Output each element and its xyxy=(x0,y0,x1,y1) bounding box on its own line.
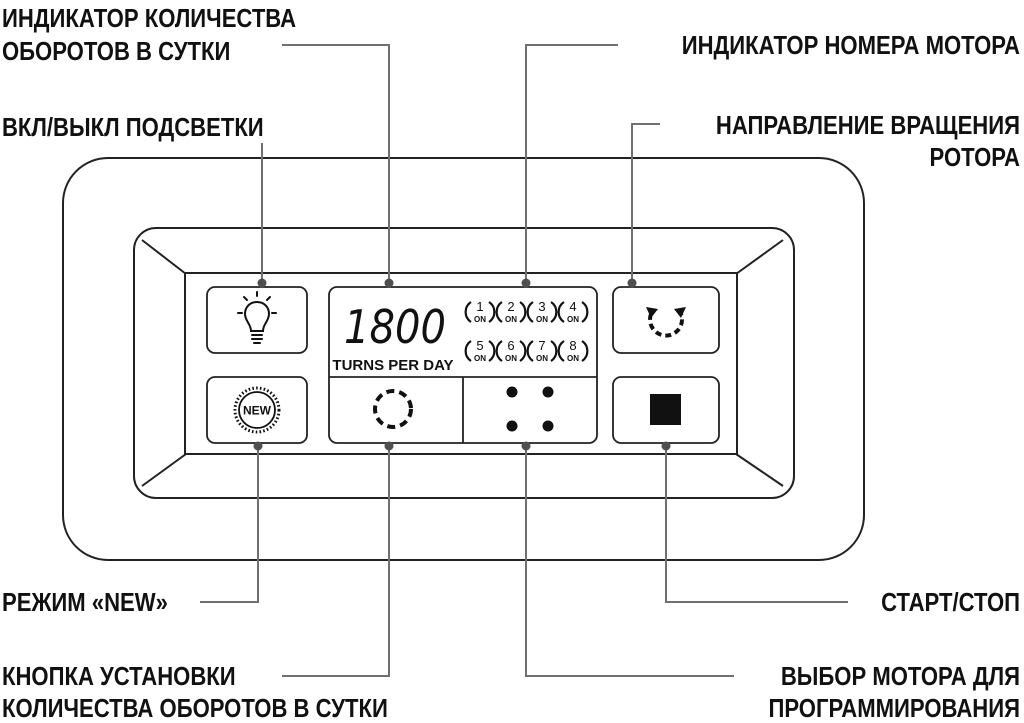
panel-bevel-lines xyxy=(141,239,784,487)
backlight-button[interactable] xyxy=(206,286,308,354)
motor-state: ON xyxy=(505,354,517,363)
motor-state: ON xyxy=(474,354,486,363)
label-turns-set-button: КНОПКА УСТАНОВКИ КОЛИЧЕСТВА ОБОРОТОВ В С… xyxy=(2,662,388,723)
new-badge-icon: NEW xyxy=(233,386,281,434)
motor-indicator-3: 3ON xyxy=(526,299,558,324)
label-rotation-direction-line1: НАПРАВЛЕНИЕ ВРАЩЕНИЯ xyxy=(716,111,1020,140)
motor-indicator-1: 1ON xyxy=(464,299,496,324)
start-stop-button[interactable] xyxy=(612,376,720,444)
rotation-arrow-icon xyxy=(646,307,686,338)
new-badge-text: NEW xyxy=(243,404,272,418)
motor-indicator-4: 4ON xyxy=(557,299,589,324)
turns-per-day-unit: TURNS PER DAY xyxy=(332,357,453,374)
motor-state: ON xyxy=(536,315,548,324)
motor-state: ON xyxy=(567,315,579,324)
stop-square-icon xyxy=(650,394,681,425)
four-dots-icon xyxy=(506,386,554,432)
label-turns-indicator-line1: ИНДИКАТОР КОЛИЧЕСТВА xyxy=(2,4,296,33)
label-turns-indicator: ИНДИКАТОР КОЛИЧЕСТВА ОБОРОТОВ В СУТКИ xyxy=(2,4,296,66)
motor-number: 5 xyxy=(476,338,483,353)
label-turns-indicator-line2: ОБОРОТОВ В СУТКИ xyxy=(2,37,230,66)
motor-indicator-6: 6ON xyxy=(495,338,527,363)
motor-number: 4 xyxy=(569,299,576,314)
motor-number: 7 xyxy=(538,338,545,353)
leader-lines xyxy=(200,44,848,677)
rotation-direction-button[interactable] xyxy=(612,286,720,354)
lcd-display: 1800 TURNS PER DAY 1ON2ON3ON4ON5ON6ON7ON… xyxy=(328,286,598,444)
label-motor-select-line2: ПРОГРАММИРОВАНИЯ xyxy=(768,694,1020,723)
motor-number: 6 xyxy=(507,338,514,353)
motor-number: 8 xyxy=(569,338,576,353)
label-rotation-direction-line2: РОТОРА xyxy=(930,143,1020,172)
label-motor-select: ВЫБОР МОТОРА ДЛЯ ПРОГРАММИРОВАНИЯ xyxy=(768,662,1020,723)
label-start-stop: СТАРТ/СТОП xyxy=(881,588,1020,617)
motor-state: ON xyxy=(505,315,517,324)
new-mode-button[interactable]: NEW xyxy=(206,376,308,444)
motor-state: ON xyxy=(536,354,548,363)
label-motor-select-line1: ВЫБОР МОТОРА ДЛЯ xyxy=(781,662,1020,691)
label-rotation-direction: НАПРАВЛЕНИЕ ВРАЩЕНИЯ РОТОРА xyxy=(716,111,1020,172)
motor-indicator-2: 2ON xyxy=(495,299,527,324)
label-turns-set-line2: КОЛИЧЕСТВА ОБОРОТОВ В СУТКИ xyxy=(2,694,388,723)
motor-indicator-7: 7ON xyxy=(526,338,558,363)
dashed-circle-icon xyxy=(373,389,413,429)
motor-number: 1 xyxy=(476,299,483,314)
label-turns-set-line1: КНОПКА УСТАНОВКИ xyxy=(2,662,236,691)
turns-set-button[interactable] xyxy=(330,378,462,442)
motor-state: ON xyxy=(567,354,579,363)
motor-number: 3 xyxy=(538,299,545,314)
motor-indicator-8: 8ON xyxy=(557,338,589,363)
turns-per-day-value: 1800 xyxy=(344,300,446,354)
motor-indicator-5: 5ON xyxy=(464,338,496,363)
motor-select-button[interactable] xyxy=(464,378,596,442)
label-motor-number-indicator: ИНДИКАТОР НОМЕРА МОТОРА xyxy=(682,31,1020,60)
label-backlight: ВКЛ/ВЫКЛ ПОДСВЕТКИ xyxy=(2,113,264,142)
lightbulb-icon xyxy=(237,291,277,344)
label-new-mode: РЕЖИМ «NEW» xyxy=(2,588,168,617)
motor-state: ON xyxy=(474,315,486,324)
motor-number: 2 xyxy=(507,299,514,314)
